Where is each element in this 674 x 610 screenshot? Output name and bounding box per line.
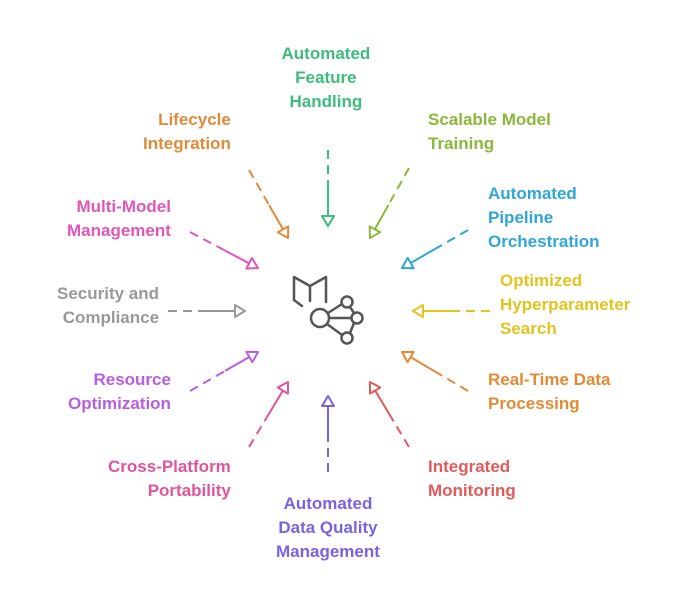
label-line: Integrated bbox=[428, 457, 511, 476]
arrow-real-time-data-processing bbox=[401, 350, 469, 392]
label-line: Real-Time Data bbox=[488, 370, 611, 389]
arrow-automated-data-quality-management bbox=[321, 395, 335, 472]
arrowhead-icon bbox=[234, 304, 246, 318]
arrow-shaft-solid bbox=[410, 356, 436, 373]
label-line: Feature bbox=[295, 68, 357, 87]
arrow-security-and-compliance bbox=[168, 304, 246, 318]
label-line: Search bbox=[500, 319, 557, 338]
arrow-shaft-solid bbox=[268, 204, 284, 230]
arrow-shaft-solid bbox=[224, 356, 250, 372]
arrowhead-icon bbox=[245, 350, 259, 364]
arrow-shaft-dashed bbox=[434, 229, 469, 250]
arrow-shaft-solid bbox=[374, 390, 391, 416]
arrowhead-icon bbox=[401, 256, 415, 270]
label-line: Resource bbox=[93, 370, 171, 389]
label-line: Training bbox=[428, 134, 495, 153]
label-line: Automated bbox=[283, 494, 373, 513]
label-line: Multi-Model bbox=[76, 197, 171, 216]
arrowhead-icon bbox=[276, 225, 290, 239]
arrow-cross-platform-portability bbox=[248, 381, 289, 448]
book-icon bbox=[292, 275, 328, 308]
arrowhead-icon bbox=[368, 225, 382, 239]
arrow-integrated-monitoring bbox=[369, 381, 410, 448]
arrow-shaft-dashed bbox=[189, 370, 226, 392]
arrow-scalable-model-training bbox=[368, 167, 410, 239]
label-line: Handling bbox=[289, 92, 363, 111]
label-line: Lifecycle bbox=[158, 110, 231, 129]
arrowhead-icon bbox=[369, 381, 382, 395]
arrow-shaft-dashed bbox=[189, 231, 225, 252]
label-line: Pipeline bbox=[488, 208, 554, 227]
label-line: Data Quality bbox=[278, 518, 378, 537]
network-graph-icon bbox=[309, 295, 364, 345]
label-line: Orchestration bbox=[488, 232, 600, 251]
arrow-automated-feature-handling bbox=[321, 150, 335, 227]
arrow-multi-model-management bbox=[189, 231, 259, 270]
arrowhead-icon bbox=[401, 350, 415, 364]
arrow-shaft-solid bbox=[373, 204, 390, 230]
arrow-shaft-solid bbox=[410, 248, 436, 264]
arrow-shaft-dashed bbox=[248, 169, 270, 206]
arrow-shaft-solid bbox=[223, 249, 250, 265]
label-line: Processing bbox=[488, 394, 580, 413]
ml-pipeline-icon bbox=[292, 275, 364, 345]
label-line: Optimized bbox=[500, 271, 583, 290]
label-line: Compliance bbox=[62, 308, 160, 327]
arrow-shaft-dashed bbox=[248, 414, 270, 448]
label-line: Security and bbox=[57, 284, 160, 303]
arrowhead-icon bbox=[321, 395, 335, 407]
label-line: Monitoring bbox=[428, 481, 516, 500]
label-line: Automated bbox=[281, 44, 371, 63]
arrow-shaft-dashed bbox=[388, 414, 410, 448]
arrow-resource-optimization bbox=[189, 350, 259, 392]
label-line: Management bbox=[67, 221, 171, 240]
label-line: Integration bbox=[143, 134, 231, 153]
arrow-lifecycle-integration bbox=[248, 169, 290, 239]
arrow-automated-pipeline-orchestration bbox=[401, 229, 469, 270]
label-line: Portability bbox=[147, 481, 231, 500]
arrowhead-icon bbox=[321, 215, 335, 227]
arrowhead-icon bbox=[412, 304, 424, 318]
arrow-shaft-dashed bbox=[434, 370, 469, 392]
label-line: Optimization bbox=[68, 394, 171, 413]
arrow-shaft-dashed bbox=[387, 167, 410, 206]
arrowhead-icon bbox=[276, 381, 289, 395]
label-line: Management bbox=[276, 542, 380, 561]
arrow-shaft-solid bbox=[267, 390, 284, 416]
label-line: Hyperparameter bbox=[500, 295, 631, 314]
label-line: Cross-Platform bbox=[108, 457, 231, 476]
label-line: Scalable Model bbox=[428, 110, 551, 129]
label-line: Automated bbox=[488, 184, 577, 203]
arrowhead-icon bbox=[245, 257, 259, 270]
arrow-optimized-hyperparameter-search bbox=[412, 304, 490, 318]
